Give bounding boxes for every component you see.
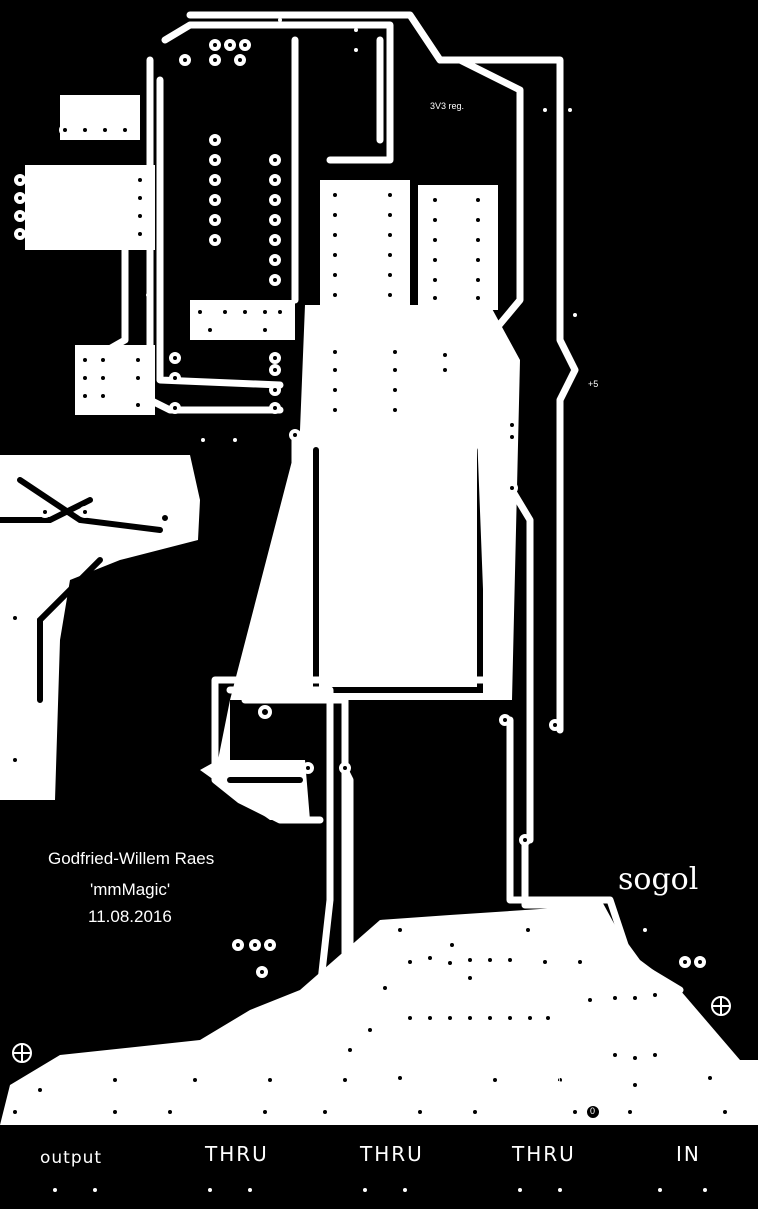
pin-label: 4 [556,1075,562,1085]
date-label: 11.08.2016 [88,907,172,926]
vias [53,18,707,1192]
project-name: 'mmMagic' [90,880,171,899]
connector-label-thru-2: THRU [360,1142,424,1166]
pin-one-label: 1 [595,1032,601,1042]
plus5-label: +5 [588,379,599,389]
pin-label: 5 [32,1102,38,1112]
connector-label-thru-3: THRU [512,1142,576,1166]
pin-zero-label: 0 [590,1106,596,1116]
pads [9,39,731,1118]
author-name: Godfried-Willem Raes [48,849,215,868]
pin-label: 4 [730,1088,736,1098]
regulator-label: 3V3 reg. [430,101,465,111]
bottom-pour [0,905,758,1125]
connector-label-in: IN [676,1142,701,1166]
connector-label-thru-1: THRU [205,1142,269,1166]
logo-small: sogol [618,862,699,897]
pin-label: 5 [653,1090,659,1100]
pin-label: 4 [433,1090,439,1100]
left-pour [0,455,200,800]
pin-label: 4 [107,1102,113,1112]
mounting-holes [12,786,731,1120]
logo-main: sogol [343,523,440,564]
connector-label-output: output [40,1148,103,1168]
traces [0,447,483,783]
pin-label: 5 [328,1087,334,1097]
bus-traces [86,11,684,1099]
pin-label: 5 [486,1090,492,1100]
pin-label: 5 [187,1102,193,1112]
pin-label: 4 [262,1102,268,1112]
